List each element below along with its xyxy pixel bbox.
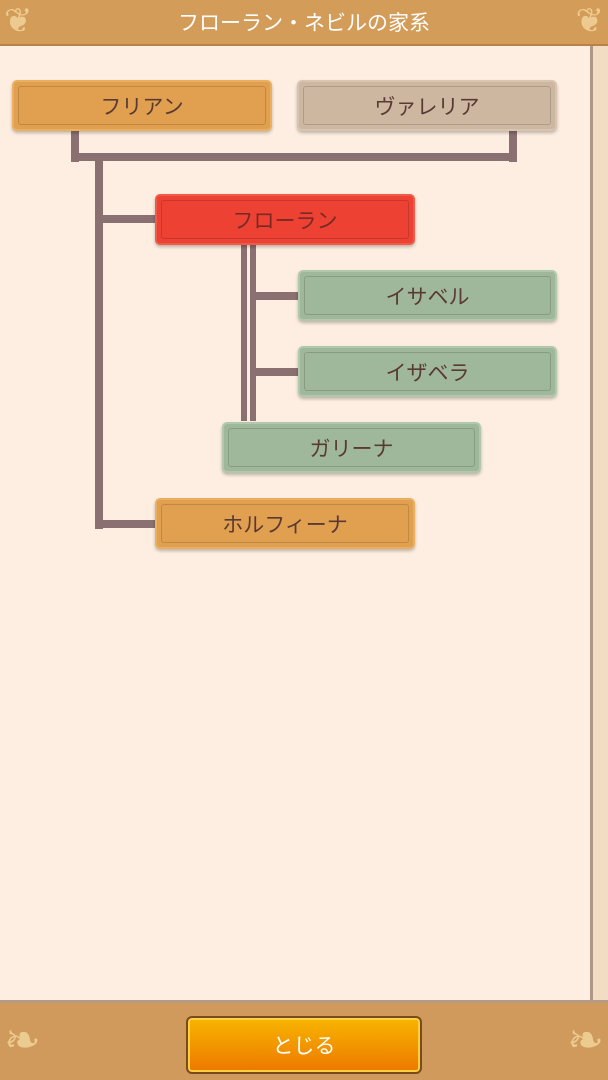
footer: ❧ とじる ❧ [0, 1000, 608, 1080]
page-title: フローラン・ネビルの家系 [178, 11, 430, 35]
member-child[interactable]: イサベル [298, 270, 557, 321]
connector-line [250, 245, 256, 421]
member-father[interactable]: フリアン [12, 80, 272, 131]
member-name: ホルフィーナ [222, 512, 348, 537]
connector-line [95, 160, 103, 529]
ornament-icon: ❦ [4, 1, 33, 41]
ornament-icon: ❧ [4, 1015, 41, 1066]
member-name: ガリーナ [309, 436, 394, 461]
ornament-icon: ❧ [567, 1015, 604, 1066]
connector-line [509, 130, 517, 162]
connector-line [250, 292, 300, 300]
ornament-icon: ❦ [575, 1, 605, 41]
member-name: ヴァレリア [374, 94, 480, 119]
title-bar: ❦ フローラン・ネビルの家系 ❦ [0, 0, 608, 46]
member-name: イサベル [385, 284, 470, 309]
scrollbar[interactable] [590, 46, 608, 1000]
member-name: イザベラ [385, 360, 470, 385]
member-name: フローラン [232, 208, 338, 233]
close-label: とじる [272, 1034, 336, 1058]
connector-line [241, 245, 247, 421]
connector-line [95, 215, 157, 223]
member-self[interactable]: フローラン [155, 194, 415, 245]
member-sibling[interactable]: ホルフィーナ [155, 498, 415, 549]
connector-line [95, 520, 157, 528]
connector-line [250, 368, 300, 376]
close-button[interactable]: とじる [186, 1016, 422, 1074]
member-child[interactable]: イザベラ [298, 346, 557, 397]
member-mother[interactable]: ヴァレリア [297, 80, 557, 131]
member-spouse[interactable]: ガリーナ [222, 422, 481, 473]
connector-line [71, 153, 517, 161]
connector-line [71, 130, 79, 162]
member-name: フリアン [100, 94, 184, 119]
